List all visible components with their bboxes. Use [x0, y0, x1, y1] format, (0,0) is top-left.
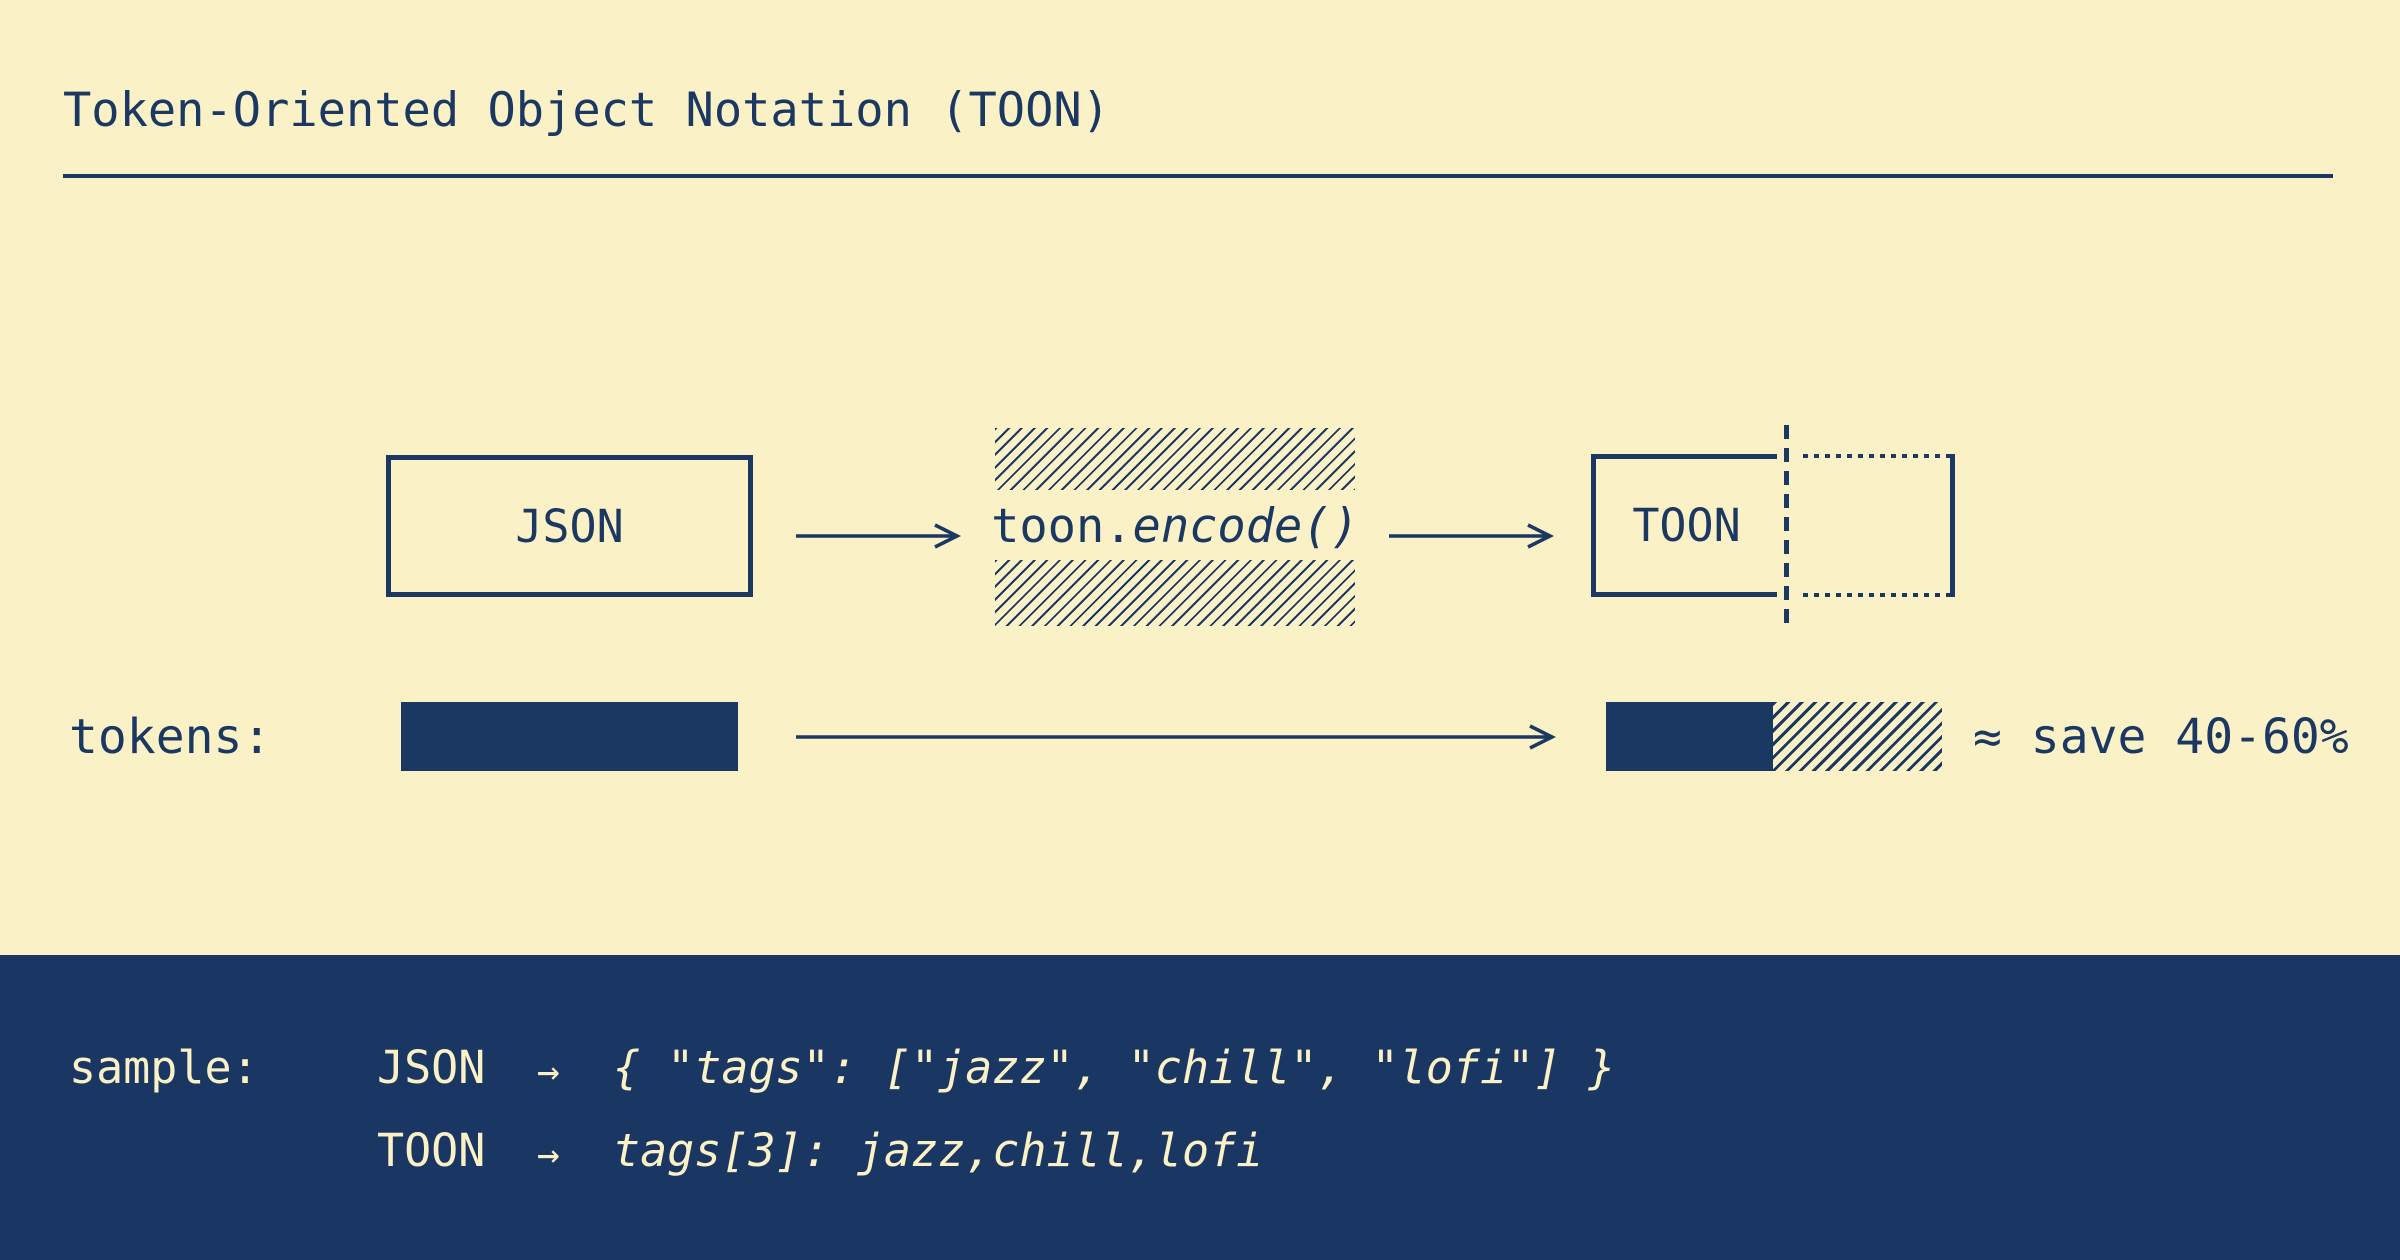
json-tokens-bar [401, 702, 738, 771]
sample-toon-arrow-icon: → [537, 1132, 560, 1176]
sample-panel: sample: JSON → { "tags": ["jazz", "chill… [0, 955, 2400, 1260]
json-to-encoder-arrow-icon [796, 523, 962, 549]
tokens-flow-arrow-icon [796, 724, 1557, 750]
sample-json-format-label: JSON [377, 1041, 486, 1094]
toon-output-box: TOON [1591, 454, 1777, 597]
encoder-label-prefix: toon. [991, 499, 1133, 554]
encoder-label-call: encode() [1132, 499, 1359, 554]
sample-toon-code: tags[3]: jazz,chill,lofi [613, 1124, 1264, 1177]
title-divider [63, 174, 2333, 178]
sample-json-arrow-icon: → [537, 1049, 560, 1093]
toon-output-label: TOON [1632, 499, 1741, 552]
saved-tokens-hatched-bar [1773, 702, 1942, 771]
page-title: Token-Oriented Object Notation (TOON) [63, 83, 1110, 138]
toon-tokens-bar [1606, 702, 1773, 771]
sample-json-code: { "tags": ["jazz", "chill", "lofi"] } [613, 1041, 1616, 1094]
cut-line-dashed-divider [1784, 425, 1789, 627]
encoder-label: toon.encode() [985, 503, 1365, 550]
savings-text: ≈ save 40-60% [1973, 709, 2349, 765]
sample-toon-format-label: TOON [377, 1124, 486, 1177]
ghost-box-dotted-edge-top [1803, 454, 1950, 458]
saved-portion-ghost-box [1803, 454, 1955, 597]
sample-row-label: sample: [69, 1041, 259, 1094]
json-input-label: JSON [515, 499, 624, 553]
ghost-box-dotted-edge-bottom [1803, 593, 1950, 597]
encoder-hatch-band-top [995, 428, 1355, 490]
encoder-hatch-band-bottom [995, 560, 1355, 626]
encoder-to-toon-arrow-icon [1389, 523, 1555, 549]
tokens-row-label: tokens: [69, 709, 272, 765]
json-input-box: JSON [386, 455, 753, 597]
